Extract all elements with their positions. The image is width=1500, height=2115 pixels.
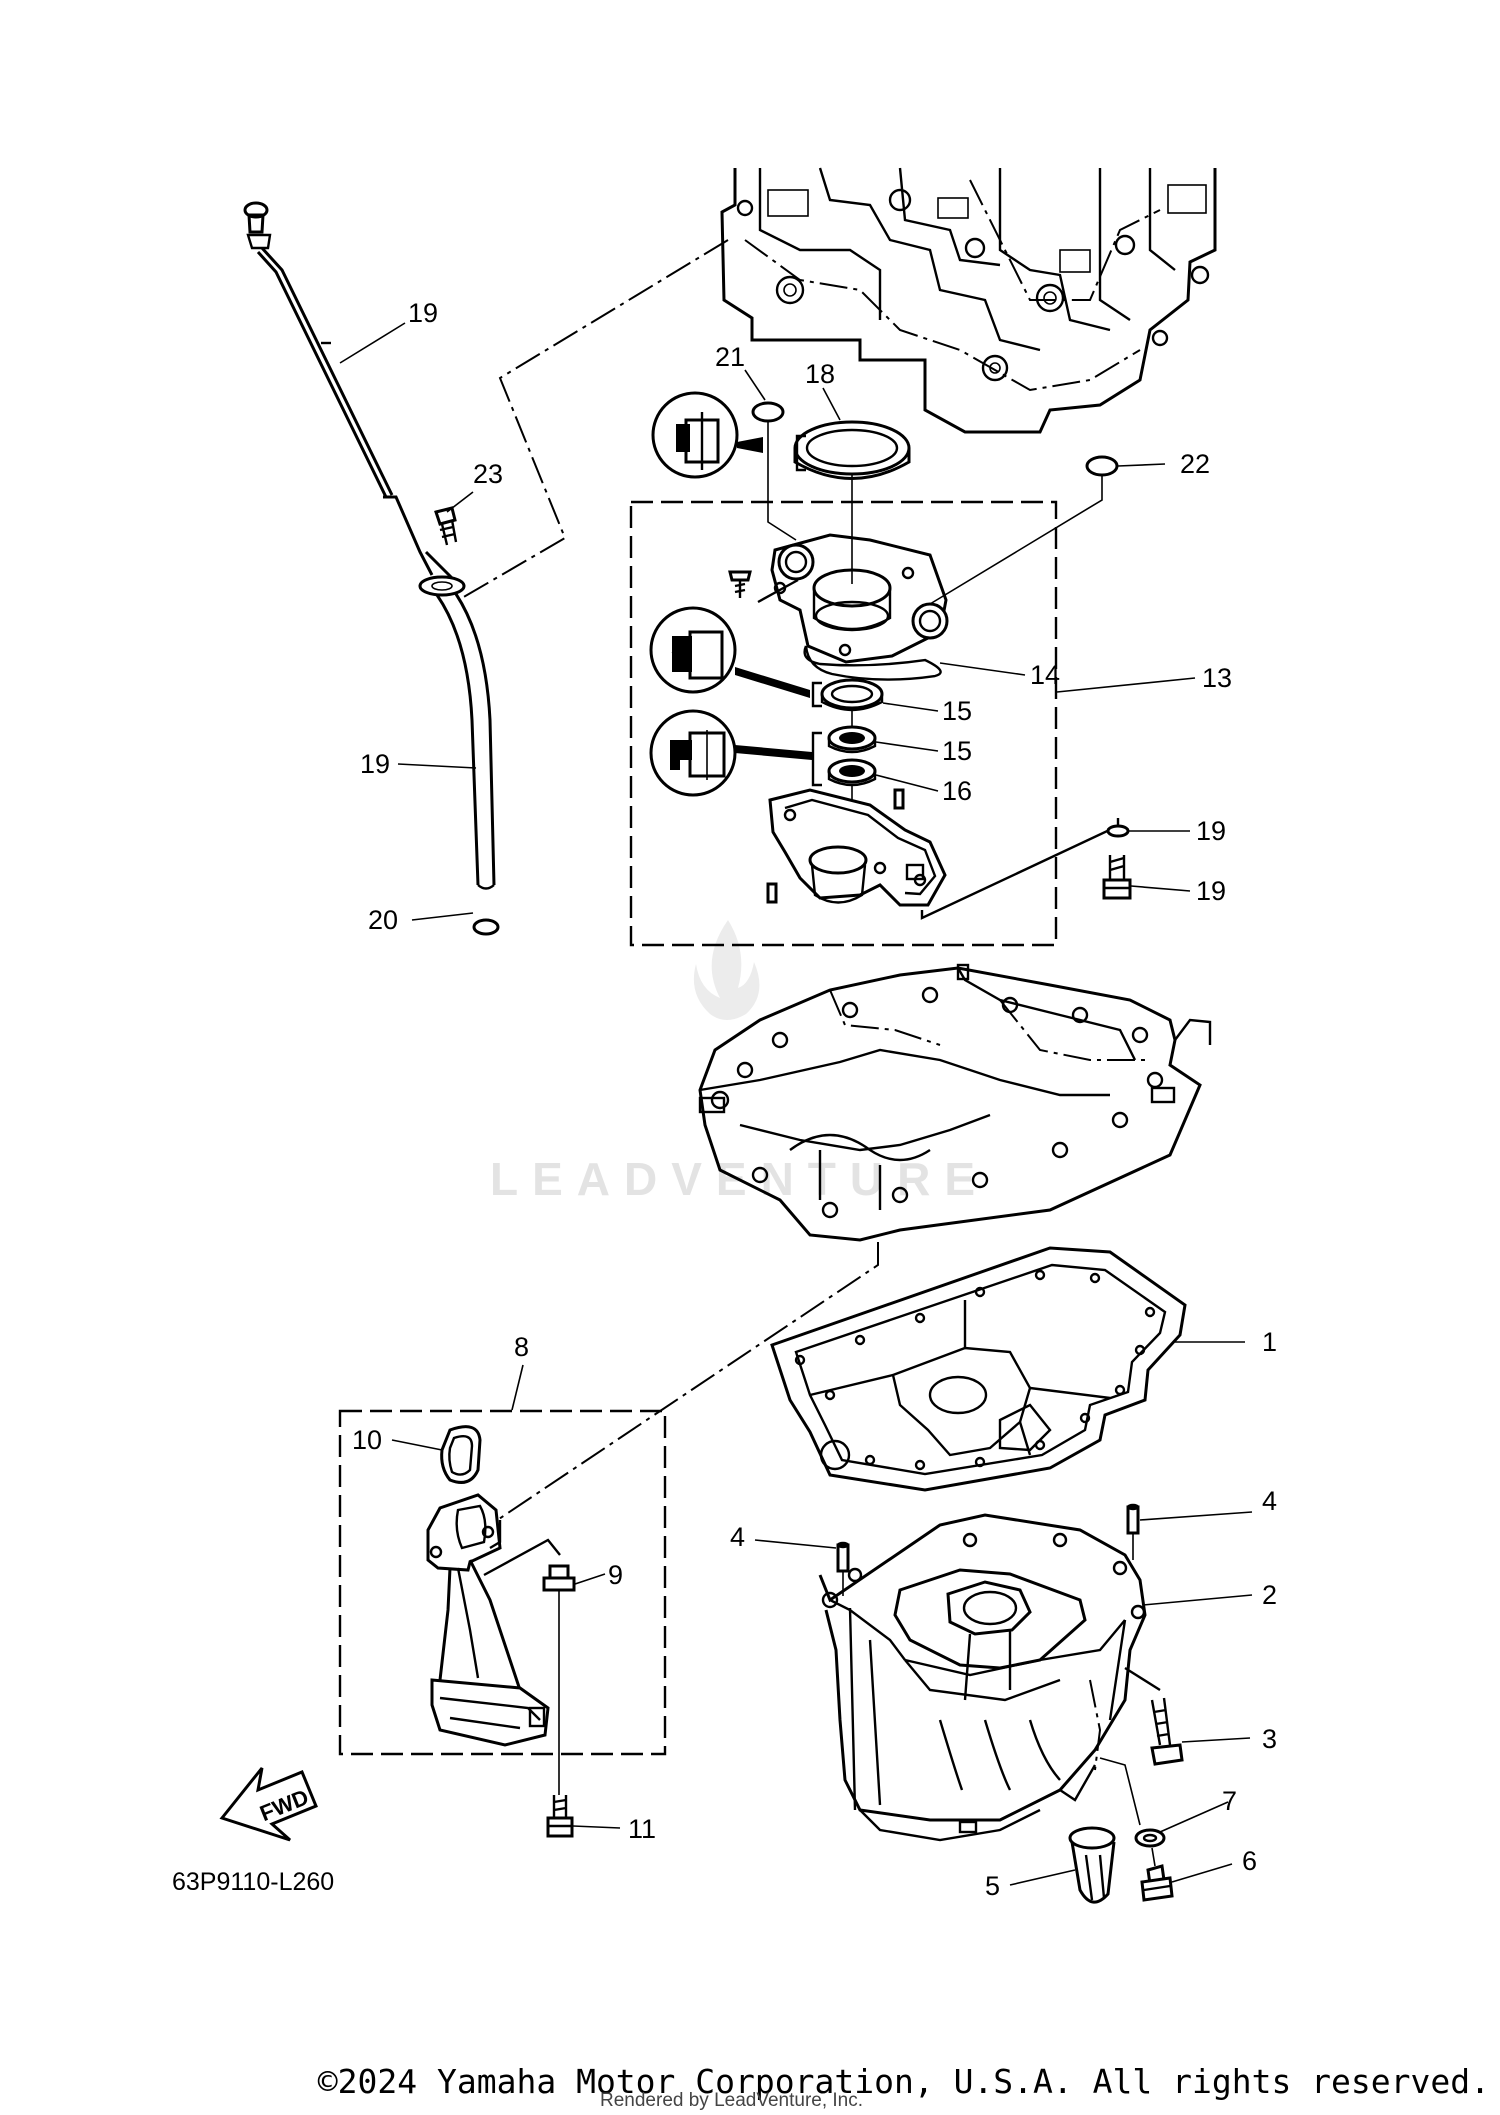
- callout-16: 18: [805, 359, 835, 389]
- gasket-10: [440, 1425, 482, 1484]
- oil-seal-15-lower: [827, 758, 877, 787]
- drawing-code: 63P9110-L260: [172, 1868, 334, 1896]
- callout-19-left: 21: [715, 342, 745, 372]
- callout-8: 8: [514, 1332, 529, 1362]
- dowel-pin-4-right: [1126, 1503, 1140, 1560]
- washer-18: [1106, 824, 1130, 838]
- callout-15-lower: 16: [942, 776, 972, 806]
- bracket-15: [811, 731, 822, 787]
- callout-18: 19: [1196, 816, 1226, 846]
- dowel-pin-box-left: [766, 882, 778, 904]
- o-ring-19-right-axis: [929, 476, 1103, 605]
- grease-icon-middle: [649, 606, 810, 698]
- o-ring-19-right: [1085, 455, 1119, 477]
- cylinder-block: [720, 167, 1217, 434]
- callout-22: 20: [368, 905, 398, 935]
- gasket-1: [770, 1246, 1187, 1492]
- copyright-notice: ©2024 Yamaha Motor Corporation, U.S.A. A…: [317, 2062, 1490, 2101]
- callout-6: 6: [1242, 1846, 1257, 1876]
- oil-seal-14: [820, 678, 884, 712]
- callout-14: 15: [942, 696, 972, 726]
- guide-bolt: [434, 506, 458, 546]
- o-ring-22: [472, 918, 500, 936]
- o-ring-19-left: [751, 401, 785, 423]
- bolt-17: [1102, 855, 1132, 900]
- oil-seal-15-upper: [827, 725, 877, 754]
- bolt-11: [546, 1795, 574, 1838]
- callout-10: 10: [352, 1425, 382, 1455]
- callout-9: 9: [608, 1560, 623, 1590]
- callout-17: 19: [1196, 876, 1226, 906]
- forward-direction-arrow: FWD: [219, 1767, 318, 1842]
- oil-pan: [818, 1513, 1147, 1842]
- callout-19-right: 22: [1180, 449, 1210, 479]
- dowel-pin-4-left: [836, 1541, 850, 1596]
- assembly-reference-line: [461, 239, 729, 599]
- lower-seal-housing: [768, 788, 947, 907]
- bolt-9: [542, 1564, 576, 1795]
- callout-2: 2: [1262, 1580, 1277, 1610]
- callout-7: 7: [1222, 1786, 1237, 1816]
- bracket-16: [795, 434, 806, 472]
- callout-12: 13: [1202, 663, 1232, 693]
- callout-11: 11: [628, 1814, 656, 1844]
- bolt-17-reference: [920, 818, 1120, 920]
- callout-21: 19: [360, 749, 390, 779]
- watermark: LEADVENTURE: [490, 920, 975, 1205]
- callout-23: 23: [473, 459, 503, 489]
- leader-lines: [339, 322, 1253, 1886]
- callout-4-right: 4: [1262, 1486, 1277, 1516]
- callout-4-left: 4: [730, 1522, 745, 1552]
- grease-icon-top: [651, 391, 763, 479]
- drain-bolt-6: [1140, 1864, 1174, 1902]
- assembly-box-8: [338, 1409, 667, 1756]
- rendered-by-note: Rendered by LeadVenture, Inc.: [600, 2090, 864, 2111]
- oil-level-gauge-guide: [383, 495, 496, 890]
- callout-5: 5: [985, 1871, 1000, 1901]
- callout-13: 14: [1030, 660, 1060, 690]
- oil-dipstick: [243, 201, 394, 498]
- exhaust-guide: [698, 963, 1212, 1242]
- oil-strainer: [426, 1493, 550, 1747]
- callout-1: 1: [1262, 1327, 1277, 1357]
- dowel-pin-box-right: [893, 788, 905, 810]
- drain-axis-line: [1099, 1757, 1156, 1867]
- upper-seal-housing: [770, 533, 949, 664]
- drain-strainer-5: [1068, 1826, 1116, 1904]
- callout-labels: 19 23 19 20 21 18 22 13 14 15 15 16 19 1…: [352, 298, 1277, 1901]
- oil-seal-16: [793, 420, 911, 480]
- assembly-box-12: [629, 500, 1058, 947]
- gasket-13: [803, 645, 942, 681]
- grease-icon-lower: [649, 709, 812, 797]
- callout-15-upper: 15: [942, 736, 972, 766]
- o-ring-19-left-axis: [767, 422, 797, 541]
- gasket-7: [1134, 1828, 1166, 1848]
- callout-20: 19: [408, 298, 438, 328]
- strainer-reference-bracket: [483, 1520, 561, 1577]
- callout-3: 3: [1262, 1724, 1277, 1754]
- bracket-14: [811, 681, 822, 708]
- housing-screw: [728, 570, 799, 604]
- bolt-3: [1124, 1666, 1184, 1766]
